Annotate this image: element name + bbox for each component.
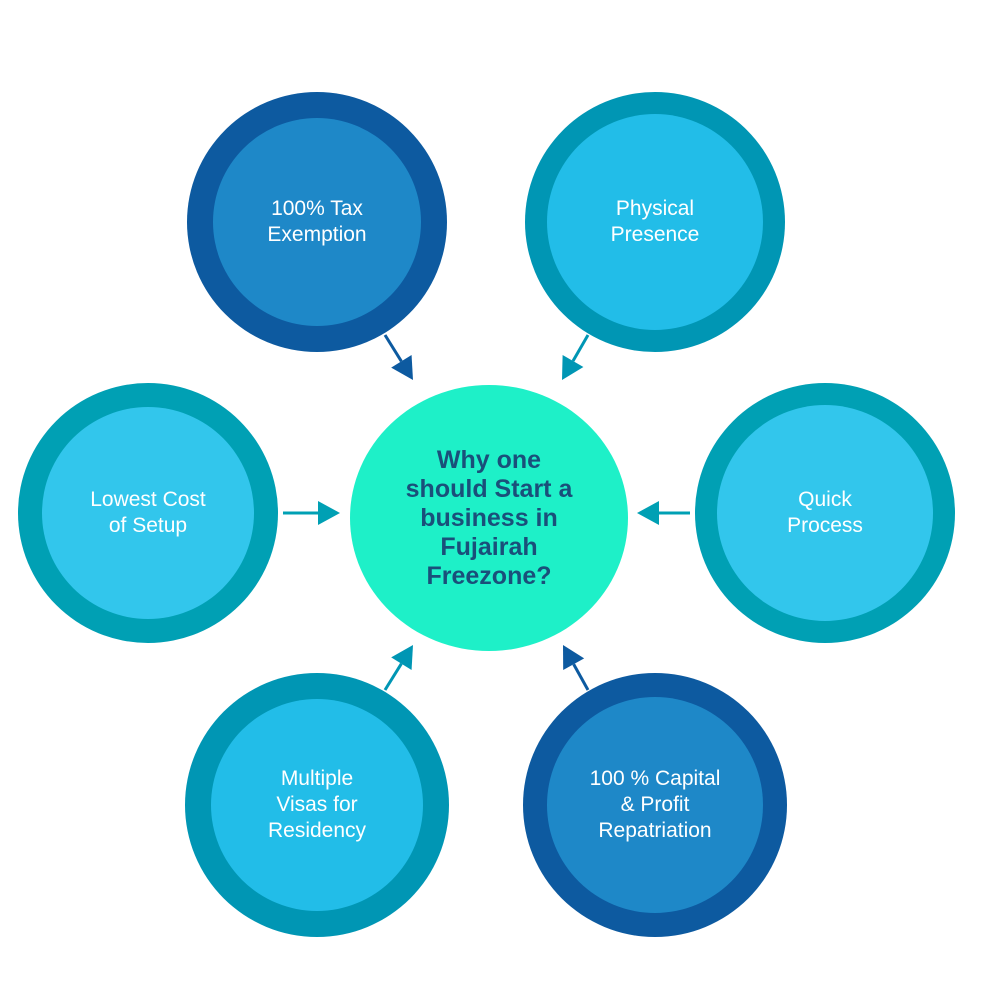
benefit-circle-capital-repatriation: 100 % Capital & Profit Repatriation (523, 673, 787, 937)
arrow-head (318, 501, 340, 525)
center-question-text: Why one should Start a business in Fujai… (405, 445, 573, 590)
benefit-circle-inner: Lowest Cost of Setup (42, 407, 254, 619)
benefit-circle-inner: 100% Tax Exemption (213, 118, 421, 326)
benefit-circle-physical-presence: Physical Presence (525, 92, 785, 352)
arrow-head (391, 645, 413, 671)
benefit-label: 100% Tax Exemption (267, 197, 367, 246)
arrow-head (391, 354, 413, 380)
benefit-circle-inner: 100 % Capital & Profit Repatriation (547, 697, 763, 913)
arrow-shaft (571, 334, 590, 362)
arrow-physical-presence (562, 334, 590, 380)
center-question-circle: Why one should Start a business in Fujai… (350, 385, 628, 651)
benefit-circle-inner: Multiple Visas for Residency (211, 699, 423, 911)
benefit-circle-quick-process: Quick Process (695, 383, 955, 643)
arrow-shaft (383, 662, 403, 691)
benefit-label: 100 % Capital & Profit Repatriation (589, 767, 721, 842)
arrow-head (563, 645, 585, 671)
arrow-multiple-visas (383, 645, 413, 691)
arrow-quick-process (637, 501, 690, 525)
benefit-label: Quick Process (787, 488, 863, 537)
arrow-lowest-cost (283, 501, 340, 525)
benefit-label: Lowest Cost of Setup (90, 488, 206, 537)
benefit-label: Multiple Visas for Residency (267, 767, 367, 842)
arrow-tax-exemption (383, 334, 413, 380)
benefit-circle-lowest-cost: Lowest Cost of Setup (18, 383, 278, 643)
arrow-shaft (383, 334, 403, 363)
benefit-circle-inner: Quick Process (717, 405, 933, 621)
benefit-circle-inner: Physical Presence (547, 114, 763, 330)
arrow-head (637, 501, 659, 525)
benefit-circle-tax-exemption: 100% Tax Exemption (187, 92, 447, 352)
arrow-shaft (572, 663, 590, 691)
arrow-head (562, 354, 584, 380)
arrow-capital-repatriation (563, 645, 590, 691)
benefit-label: Physical Presence (610, 197, 700, 246)
benefit-circle-multiple-visas: Multiple Visas for Residency (185, 673, 449, 937)
